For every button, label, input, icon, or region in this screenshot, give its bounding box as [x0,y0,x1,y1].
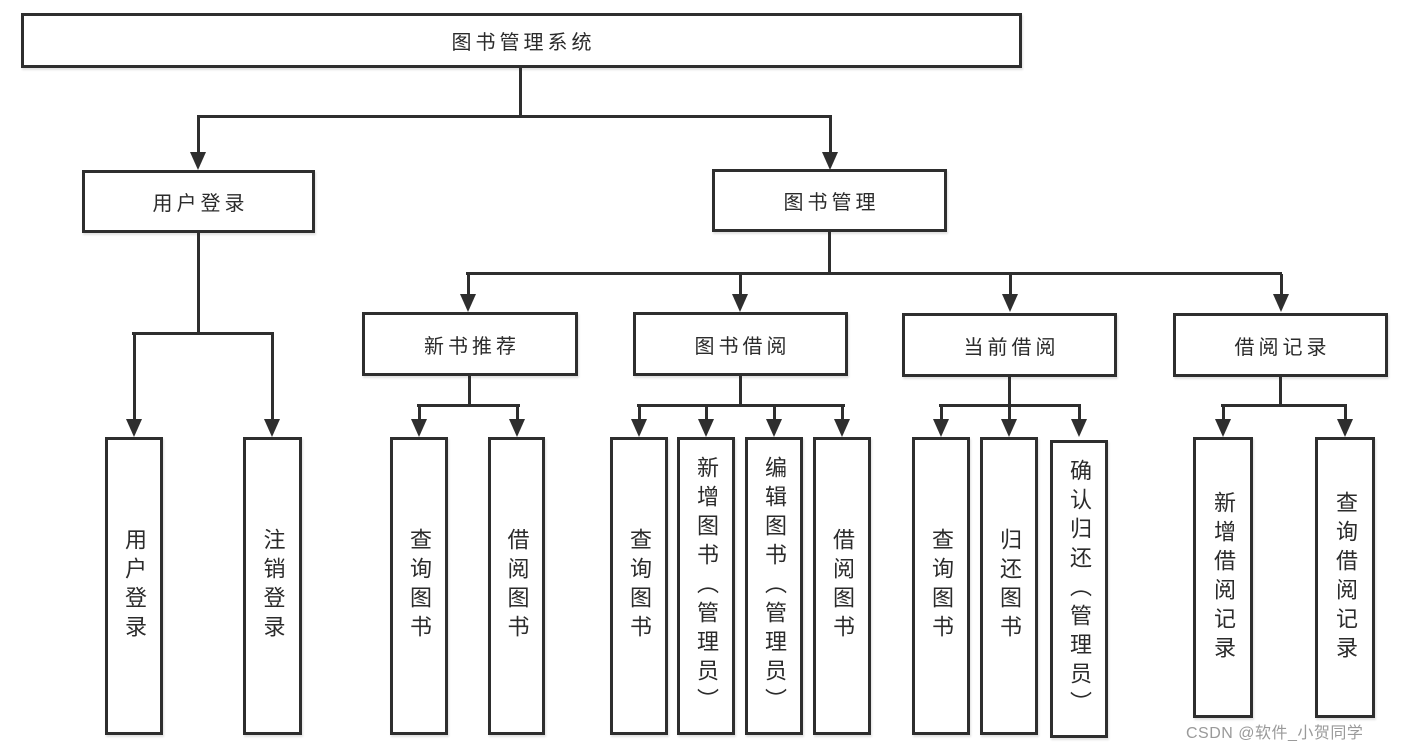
node-leaf-return-books: 归还图书 [980,437,1038,735]
node-leaf-confirm-return-admin: 确认归还（管理员） [1050,440,1108,738]
node-leaf-user-login: 用户登录 [105,437,163,735]
connector-borrow-records-stem [1279,377,1282,406]
arrow-to-new-book-recommend [460,274,476,312]
connector-user-login-stem [197,233,200,334]
arrow-to-edit-books [766,406,782,437]
node-leaf-query-borrow-record: 查询借阅记录 [1315,437,1375,718]
arrow-to-add-books [698,406,714,437]
arrow-to-return-books [1001,406,1017,437]
node-book-borrowing: 图书借阅 [633,312,848,376]
arrow-to-query-borrow-record [1337,406,1353,437]
node-leaf-query-books-3: 查询图书 [912,437,970,735]
arrow-to-user-login [190,116,206,170]
node-leaf-edit-books-admin: 编辑图书（管理员） [745,437,803,735]
arrow-to-current-borrowing [1002,274,1018,312]
connector-new-book-branch [417,404,520,407]
arrow-to-book-management [822,116,838,170]
node-leaf-query-books-1: 查询图书 [390,437,448,735]
connector-book-management-branch [466,272,1282,275]
connector-new-book-stem [468,376,471,406]
arrow-to-login [126,334,142,437]
connector-book-management-stem [828,232,831,274]
node-leaf-add-books-admin: 新增图书（管理员） [677,437,735,735]
connector-current-borrowing-branch [939,404,1081,407]
arrow-to-add-borrow-record [1215,406,1231,437]
node-leaf-logout: 注销登录 [243,437,302,735]
arrow-to-confirm-return [1071,406,1087,437]
node-book-management: 图书管理 [712,169,947,232]
arrow-to-query-books-2 [631,406,647,437]
node-library-management-system: 图书管理系统 [21,13,1022,68]
node-leaf-query-books-2: 查询图书 [610,437,668,735]
connector-borrow-records-branch [1221,404,1347,407]
node-leaf-add-borrow-record: 新增借阅记录 [1193,437,1253,718]
node-leaf-borrow-books-1: 借阅图书 [488,437,545,735]
arrow-to-book-borrowing [732,274,748,312]
arrow-to-borrow-records [1273,274,1289,312]
connector-book-borrowing-stem [739,376,742,406]
arrow-to-borrow-books-2 [834,406,850,437]
node-borrow-records: 借阅记录 [1173,313,1388,377]
connector-book-borrowing-branch [637,404,845,407]
arrow-to-logout [264,334,280,437]
node-leaf-borrow-books-2: 借阅图书 [813,437,871,735]
connector-user-login-branch [132,332,274,335]
connector-current-borrowing-stem [1008,377,1011,406]
arrow-to-borrow-books-1 [509,406,525,437]
arrow-to-query-books-3 [933,406,949,437]
node-new-book-recommend: 新书推荐 [362,312,578,376]
csdn-watermark: CSDN @软件_小贺同学 [1186,725,1364,742]
node-current-borrowing: 当前借阅 [902,313,1117,377]
arrow-to-query-books-1 [411,406,427,437]
connector-root-stem [519,68,522,117]
node-user-login: 用户登录 [82,170,315,233]
connector-root-branch [197,115,832,118]
